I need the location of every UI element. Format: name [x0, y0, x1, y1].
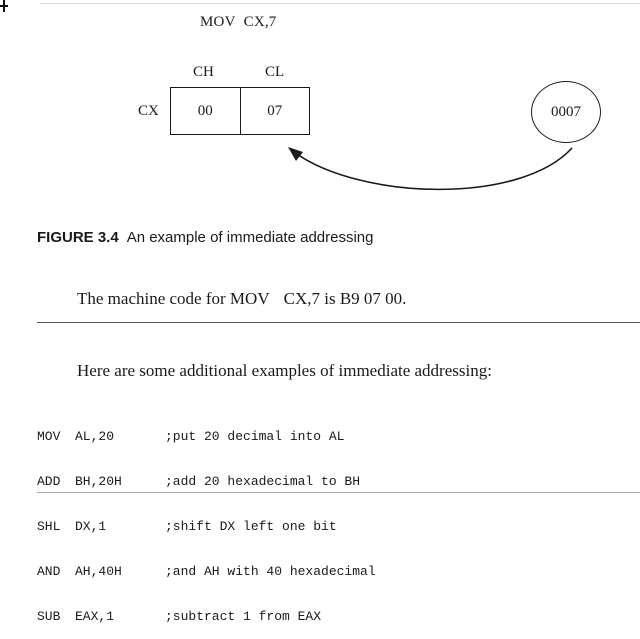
code-opcode: MOV [37, 429, 61, 444]
code-line: SHL DX,1 ;shift DX left one bit [37, 519, 376, 534]
code-args: BH,20H [75, 474, 122, 489]
code-line: ADD BH,20H ;add 20 hexadecimal to BH [37, 474, 376, 489]
code-args: AL,20 [75, 429, 115, 444]
code-args: DX,1 [75, 519, 107, 534]
code-opcode: AND [37, 564, 61, 579]
code-line: MOV AL,20 ;put 20 decimal into AL [37, 429, 376, 444]
code-args: AH,40H [75, 564, 122, 579]
code-opcode: SUB [37, 609, 61, 624]
paragraph1-prefix: The machine code for MOV [77, 289, 270, 308]
code-listing: MOV AL,20 ;put 20 decimal into AL ADD BH,20… [37, 399, 376, 639]
code-opcode: SHL [37, 519, 61, 534]
cl-label: CL [265, 64, 285, 80]
instruction-operands: CX,7 [243, 14, 277, 30]
caption-figure-number: FIGURE 3.4 [37, 229, 119, 246]
top-rule [40, 3, 640, 4]
code-comment: ;and AH with 40 hexadecimal [165, 564, 376, 579]
page-corner-mark [0, 0, 8, 12]
code-opcode: ADD [37, 474, 61, 489]
code-comment: ;subtract 1 from EAX [165, 609, 322, 624]
ch-label: CH [193, 64, 214, 80]
code-comment: ;put 20 decimal into AL [165, 429, 345, 444]
instruction-opcode: MOV [200, 14, 236, 30]
code-line: SUB EAX,1 ;subtract 1 from EAX [37, 609, 376, 624]
cx-register-box: 00 07 [170, 87, 310, 135]
section-divider [37, 322, 640, 323]
examples-intro-paragraph: Here are some additional examples of imm… [77, 361, 492, 380]
machine-code-paragraph: The machine code for MOV CX,7 is B9 07 00… [77, 289, 406, 309]
figure-caption: FIGURE 3.4 An example of immediate addres… [37, 229, 373, 246]
cl-cell: 07 [267, 102, 283, 119]
paragraph1-instruction: CX,7 is B9 07 00. [283, 289, 407, 308]
bottom-rule [37, 492, 640, 493]
code-comment: ;add 20 hexadecimal to BH [165, 474, 361, 489]
figure-instruction: MOV CX,7 [200, 14, 277, 31]
code-comment: ;shift DX left one bit [165, 519, 337, 534]
caption-text: An example of immediate addressing [126, 229, 374, 246]
cx-label: CX [138, 103, 159, 119]
code-args: EAX,1 [75, 609, 115, 624]
code-line: AND AH,40H ;and AH with 40 hexadecimal [37, 564, 376, 579]
ch-cell: 00 [171, 88, 241, 134]
immediate-value-ellipse: 0007 [531, 81, 601, 143]
